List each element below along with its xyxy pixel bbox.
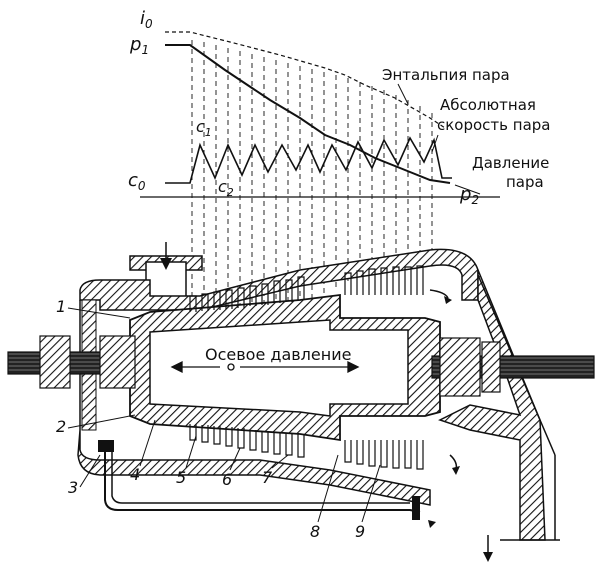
blades-upper bbox=[189, 265, 424, 312]
axial-pressure-arrows bbox=[170, 360, 360, 374]
part-label-1: 1 bbox=[56, 297, 66, 316]
pressure-curve bbox=[165, 44, 451, 184]
part-label-6: 6 bbox=[222, 470, 232, 489]
graph-symbols: i0 p1 c1 c2 c0 p2 bbox=[128, 8, 479, 207]
part-leaders bbox=[67, 307, 381, 523]
stage-projection-lines bbox=[191, 40, 433, 310]
p1-symbol: p1 bbox=[129, 34, 149, 57]
c1-symbol: c1 bbox=[196, 117, 212, 139]
part-label-8: 8 bbox=[310, 522, 320, 541]
part-number-labels: 1 2 3 4 5 6 7 8 9 bbox=[56, 297, 365, 541]
velocity-curve bbox=[165, 136, 452, 184]
rotor-bore bbox=[149, 319, 409, 417]
part-label-2: 2 bbox=[56, 417, 66, 436]
velocity-label-line2: скорость пара bbox=[437, 116, 551, 134]
pressure-label-line2: пара bbox=[506, 173, 544, 191]
turbine-section bbox=[7, 242, 595, 562]
pressure-label-line1: Давление bbox=[472, 154, 549, 172]
part-label-9: 9 bbox=[355, 522, 365, 541]
process-graph bbox=[140, 31, 500, 310]
enthalpy-label: Энтальпия пара bbox=[382, 66, 510, 84]
balance-pipe bbox=[104, 445, 421, 513]
i0-symbol: i0 bbox=[140, 8, 153, 31]
enthalpy-curve bbox=[165, 31, 446, 129]
velocity-label-line1: Абсолютная bbox=[440, 96, 536, 114]
axial-pressure-label: Осевое давление bbox=[205, 345, 351, 364]
part-label-3: 3 bbox=[68, 478, 78, 497]
c2-symbol: c2 bbox=[218, 177, 234, 199]
c0-symbol: c0 bbox=[128, 170, 146, 193]
p2-symbol: p2 bbox=[459, 184, 479, 207]
blades-lower bbox=[189, 424, 424, 470]
part-label-4: 4 bbox=[130, 465, 140, 484]
outer-casing-upper bbox=[79, 248, 479, 311]
part-label-5: 5 bbox=[176, 468, 186, 487]
outer-casing-lower bbox=[77, 429, 431, 506]
curve-labels: Энтальпия пара Абсолютная скорость пара … bbox=[382, 66, 551, 191]
part-label-7: 7 bbox=[262, 468, 273, 487]
